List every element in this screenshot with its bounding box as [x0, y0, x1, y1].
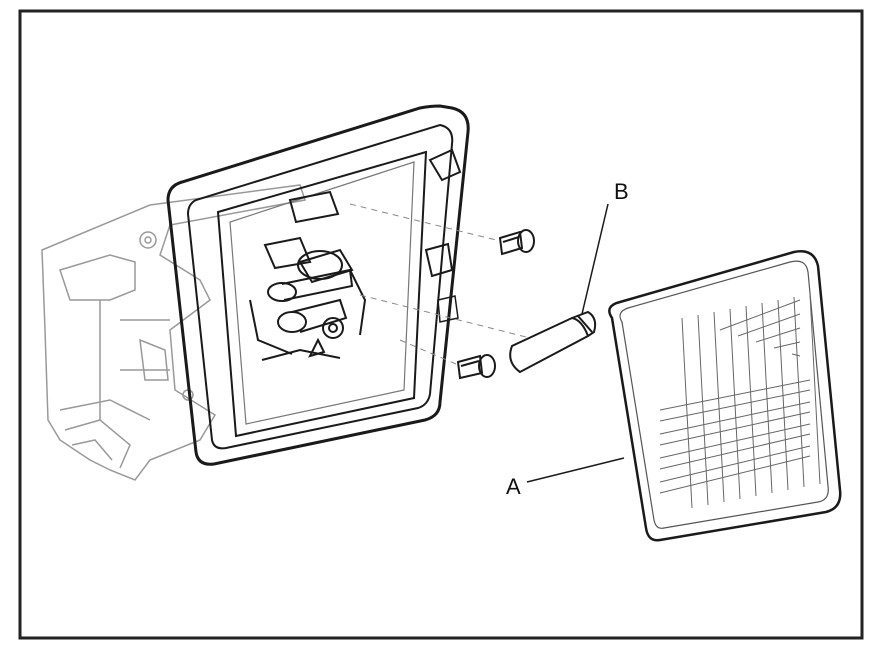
lens-grid-line — [659, 433, 811, 470]
figure-border — [18, 9, 864, 640]
upper-screw — [498, 229, 535, 256]
leader-lines — [526, 203, 625, 483]
callout-label-a: A — [506, 474, 521, 499]
callout-label-b: B — [614, 179, 629, 204]
lens-grid-line — [697, 314, 709, 506]
lens-grid-line — [755, 327, 801, 343]
lens — [608, 250, 842, 542]
lens-grid-line — [791, 353, 801, 357]
lens-grid-line — [659, 411, 811, 446]
lens-grid-line — [659, 379, 811, 411]
lens-grid-line — [729, 308, 741, 500]
lens-grid-line — [737, 313, 801, 337]
lens-grid-line — [773, 341, 801, 349]
lens-grid-line — [659, 445, 811, 483]
lens-grid-line — [659, 423, 811, 459]
lower-screw — [456, 354, 496, 380]
lens-grid-line — [681, 317, 693, 509]
lens-grid-line — [659, 455, 811, 494]
lens-grid-line — [777, 299, 789, 491]
bulb-socket — [249, 190, 367, 361]
alignment-lines — [349, 203, 531, 365]
lamp-housing — [166, 104, 470, 466]
lens-grid-line — [659, 389, 811, 422]
lens-grid — [659, 293, 821, 509]
lens-grid-line — [809, 293, 821, 485]
bulb — [509, 310, 597, 374]
lens-grid-line — [713, 311, 725, 503]
lens-grid-line — [659, 401, 811, 435]
trim-panel-outline — [41, 184, 306, 481]
lens-grid-line — [745, 305, 757, 497]
lens-grid-line — [761, 302, 773, 494]
lens-grid-line — [719, 299, 801, 331]
